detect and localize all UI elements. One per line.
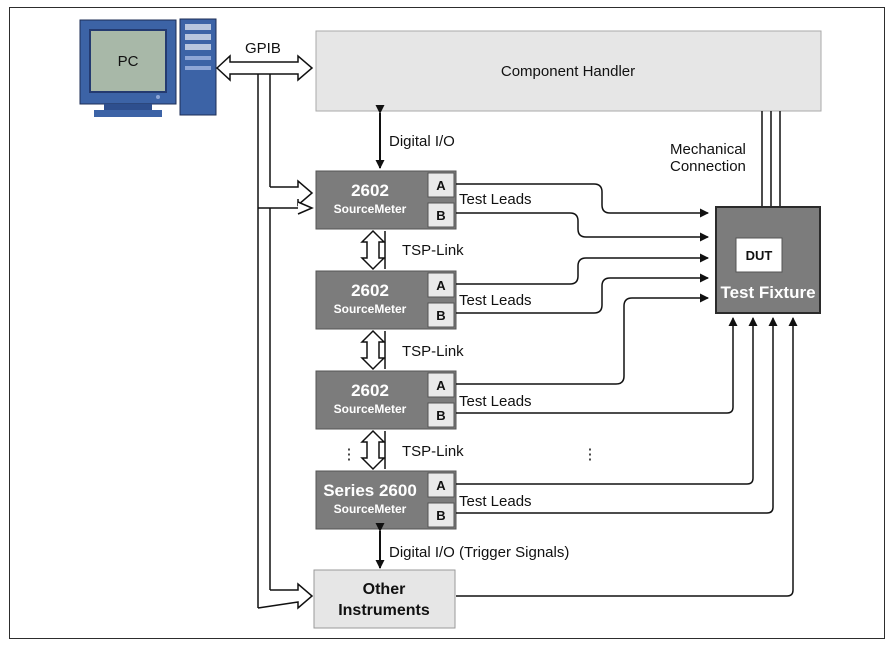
sourcemeter-2-title: 2602 — [351, 281, 389, 300]
pc-label: PC — [118, 53, 139, 70]
tsp-link-label-3: TSP-Link — [402, 443, 464, 460]
other-instruments-box — [313, 569, 456, 629]
test-leads-label-2: Test Leads — [459, 292, 532, 309]
sourcemeter-unit-2 — [315, 270, 457, 330]
component-handler-label: Component Handler — [501, 63, 635, 80]
test-fixture-label: Test Fixture — [720, 283, 815, 302]
ellipsis-right: ⋮ — [583, 446, 598, 463]
sourcemeter-4-title: Series 2600 — [323, 481, 417, 500]
sourcemeter-unit-4 — [315, 470, 457, 530]
sourcemeter-2-subtitle: SourceMeter — [334, 302, 407, 316]
mechanical-label-line1: Mechanical — [670, 141, 746, 158]
diagram-frame — [9, 7, 885, 639]
test-leads — [456, 183, 798, 597]
ellipsis-left: ⋮ — [342, 446, 357, 463]
mechanical-label-line2: Connection — [670, 158, 746, 175]
pc-tower-icon — [179, 18, 217, 116]
digital-io-trigger-label: Digital I/O (Trigger Signals) — [389, 544, 569, 561]
gpib-bus — [215, 54, 314, 610]
test-leads-label-4: Test Leads — [459, 493, 532, 510]
sourcemeter-3-subtitle: SourceMeter — [334, 402, 407, 416]
tsp-link-connector-3 — [360, 429, 386, 471]
sourcemeter-1-channel-a: A — [436, 178, 446, 193]
component-handler-box — [315, 30, 822, 112]
other-instruments-line1: Other — [363, 581, 406, 598]
test-leads-label-3: Test Leads — [459, 393, 532, 410]
dut-label: DUT — [746, 248, 773, 263]
sourcemeter-unit-1 — [315, 170, 457, 230]
sourcemeter-2-channel-b: B — [436, 308, 445, 323]
tsp-link-label-1: TSP-Link — [402, 242, 464, 259]
gpib-label: GPIB — [245, 40, 281, 57]
sourcemeter-3-channel-a: A — [436, 378, 446, 393]
sourcemeter-4-channel-b: B — [436, 508, 445, 523]
sourcemeter-3-title: 2602 — [351, 381, 389, 400]
pc-monitor-icon — [79, 19, 177, 117]
tsp-link-connector-1 — [360, 229, 386, 271]
sourcemeter-2-channel-a: A — [436, 278, 446, 293]
sourcemeter-1-channel-b: B — [436, 208, 445, 223]
test-leads-label-1: Test Leads — [459, 191, 532, 208]
tsp-link-connector-2 — [360, 329, 386, 371]
sourcemeter-4-subtitle: SourceMeter — [334, 502, 407, 516]
mechanical-connection — [761, 111, 781, 207]
sourcemeter-1-title: 2602 — [351, 181, 389, 200]
sourcemeter-3-channel-b: B — [436, 408, 445, 423]
tsp-link-label-2: TSP-Link — [402, 343, 464, 360]
dut-box — [735, 237, 783, 273]
sourcemeter-4-channel-a: A — [436, 478, 446, 493]
digital-io-label: Digital I/O — [389, 133, 455, 150]
sourcemeter-unit-3 — [315, 370, 457, 430]
other-instruments-line2: Instruments — [338, 602, 430, 619]
sourcemeter-1-subtitle: SourceMeter — [334, 202, 407, 216]
